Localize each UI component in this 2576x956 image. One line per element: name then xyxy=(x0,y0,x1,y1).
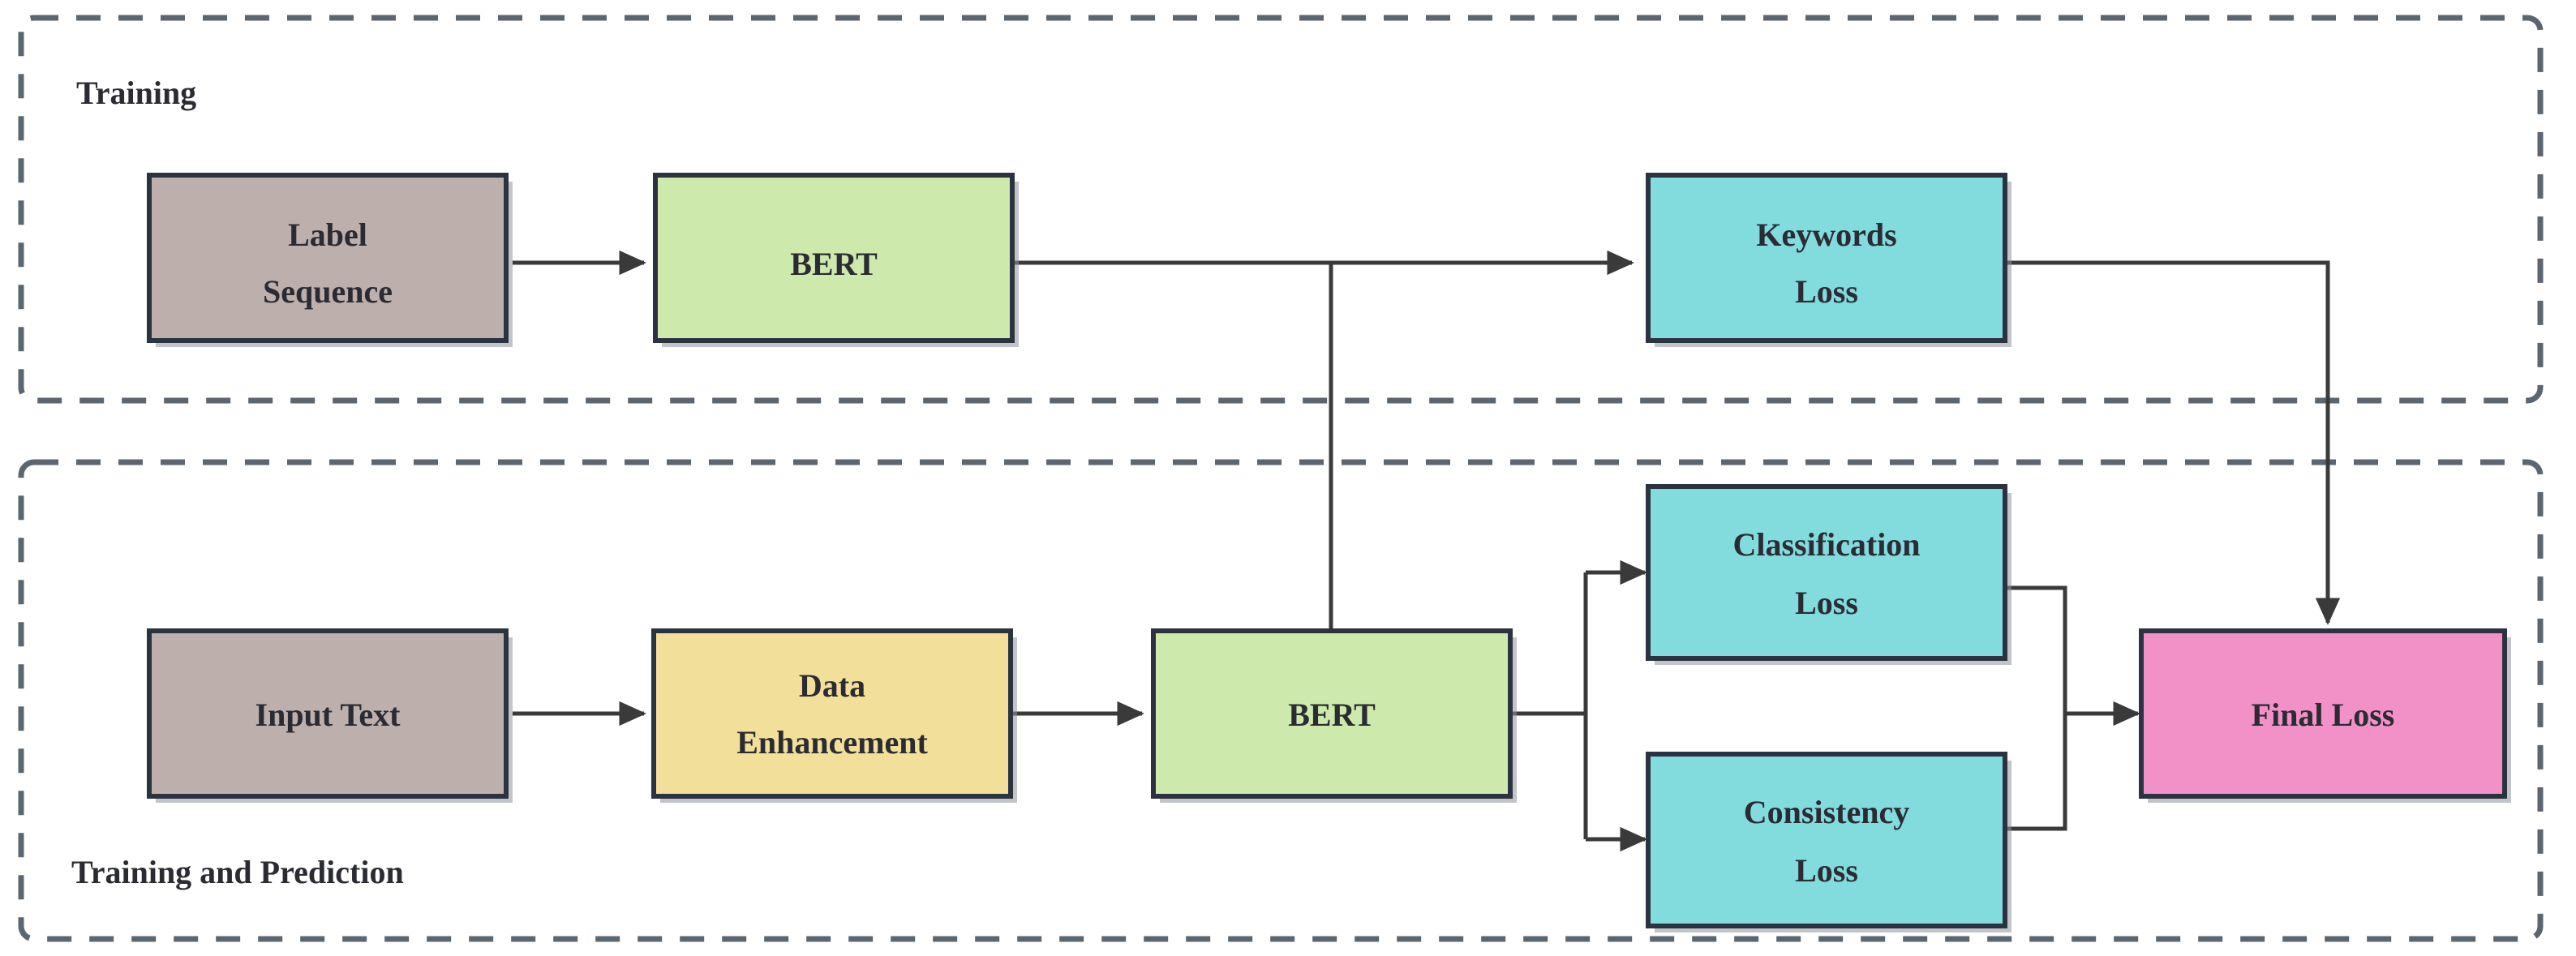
node-input-text[interactable]: Input Text xyxy=(147,628,513,803)
group-container-training xyxy=(18,15,2544,404)
node-data-enhancement[interactable]: Data Enhancement xyxy=(651,628,1017,803)
node-consistency-loss-line1: Consistency xyxy=(1744,794,1909,830)
node-consistency-loss[interactable]: Consistency Loss xyxy=(1646,752,2011,932)
node-input-text-line1: Input Text xyxy=(255,697,401,733)
node-consistency-loss-line2: Loss xyxy=(1795,852,1858,889)
node-bert-top[interactable]: BERT xyxy=(653,173,1019,347)
edge-keywords-loss-to-final-loss xyxy=(2005,260,2341,625)
node-final-loss[interactable]: Final Loss xyxy=(2139,628,2511,803)
group-container-training-and-prediction xyxy=(18,459,2544,942)
node-data-enhancement-line2: Enhancement xyxy=(736,724,928,761)
node-classification-loss[interactable]: Classification Loss xyxy=(1646,484,2011,665)
node-final-loss-line1: Final Loss xyxy=(2252,697,2395,733)
node-keywords-loss-line2: Loss xyxy=(1795,273,1858,310)
node-label-sequence-line1: Label xyxy=(288,216,367,253)
node-keywords-loss[interactable]: Keywords Loss xyxy=(1646,173,2011,347)
node-bert-bottom[interactable]: BERT xyxy=(1151,628,1517,803)
node-label-sequence-line2: Sequence xyxy=(263,273,393,310)
node-data-enhancement-line1: Data xyxy=(799,667,865,704)
node-classification-loss-line2: Loss xyxy=(1795,585,1858,621)
node-keywords-loss-line1: Keywords xyxy=(1756,216,1896,253)
group-label-training: Training xyxy=(76,75,196,111)
node-classification-loss-line1: Classification xyxy=(1732,526,1920,563)
node-bert-top-line1: BERT xyxy=(790,246,878,282)
edge-consistency-loss-to-final-loss xyxy=(2005,714,2067,831)
group-label-training-and-prediction: Training and Prediction xyxy=(71,854,404,890)
node-label-sequence[interactable]: Label Sequence xyxy=(147,173,513,347)
node-bert-bottom-line1: BERT xyxy=(1288,697,1376,733)
edge-classification-loss-to-final-loss xyxy=(2005,585,2067,714)
